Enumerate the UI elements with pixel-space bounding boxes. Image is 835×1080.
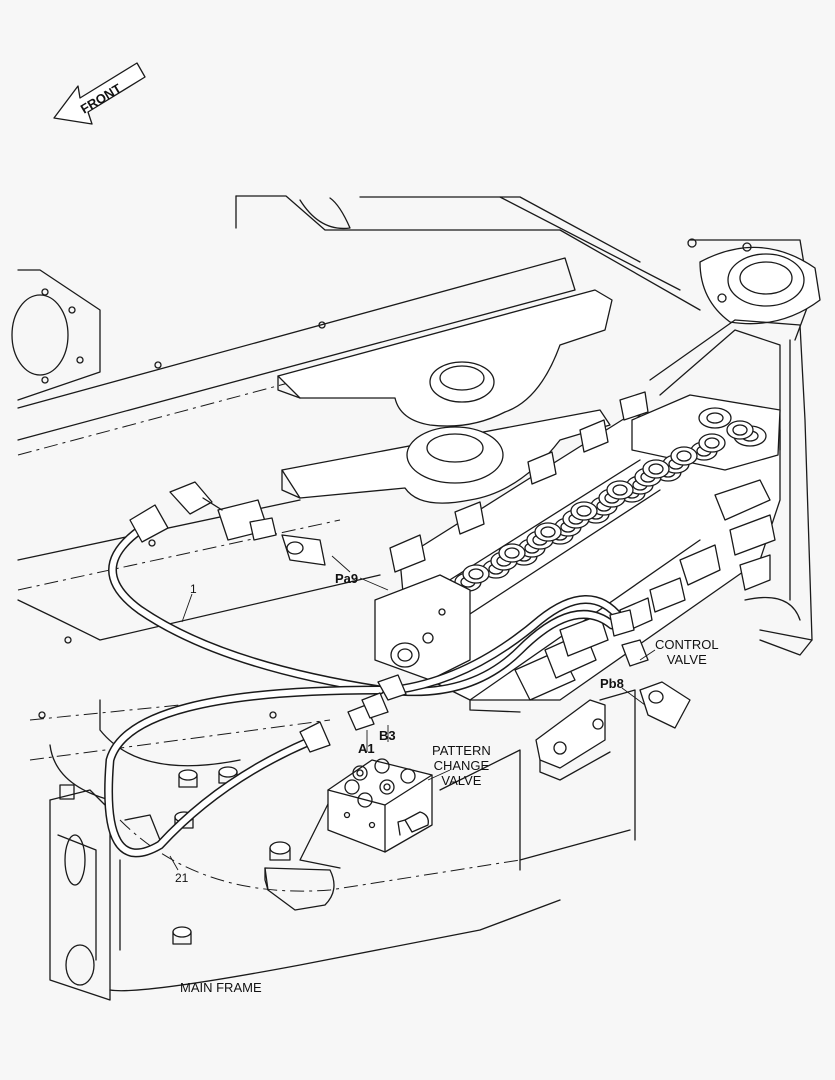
pattern-change-valve-label: PATTERN CHANGE VALVE	[432, 743, 491, 788]
valve-port-bore	[504, 547, 520, 559]
leader-lines	[169, 555, 656, 871]
hose-1	[108, 525, 617, 697]
valve-port-bore	[612, 484, 628, 496]
valve-port-bore	[648, 463, 664, 475]
callout-port-a1: A1	[358, 741, 375, 756]
callout-port-pa9: Pa9	[335, 571, 359, 586]
valve-port-bore	[540, 526, 556, 538]
callout-port-b3: B3	[379, 728, 396, 743]
hose-21	[104, 595, 625, 858]
front-direction-arrow: FRONT	[53, 62, 146, 125]
valve-port-bore	[676, 450, 692, 462]
control-valve-label: CONTROL VALVE	[655, 637, 719, 667]
pb8-fittings	[609, 609, 691, 729]
callout-port-pb8: Pb8	[600, 676, 624, 691]
callout-item-21: 21	[175, 871, 189, 885]
pattern-change-valve-label-line-1: PATTERN	[432, 743, 491, 758]
pattern-change-valve-label-line-3: VALVE	[441, 773, 482, 788]
main-frame-label: MAIN FRAME	[180, 980, 262, 995]
valve-port-bore	[732, 424, 748, 436]
valve-mounting-bracket	[535, 699, 611, 781]
pa9-fittings	[129, 481, 326, 566]
valve-port-bore	[704, 437, 720, 449]
pattern-change-valve	[327, 758, 433, 853]
right-side-frame	[649, 238, 821, 656]
control-valve-label-line-2: VALVE	[666, 652, 707, 667]
pattern-valve-fittings	[299, 674, 407, 753]
callout-item-1: 1	[190, 582, 197, 596]
pattern-change-valve-label-line-2: CHANGE	[433, 758, 490, 773]
control-valve-label-line-1: CONTROL	[655, 637, 719, 652]
boom-bracket-lower	[281, 409, 611, 504]
boom-bracket-upper	[277, 289, 613, 427]
control-valve-bank	[374, 391, 781, 713]
valve-port-bore	[468, 568, 484, 580]
valve-port-bore	[576, 505, 592, 517]
